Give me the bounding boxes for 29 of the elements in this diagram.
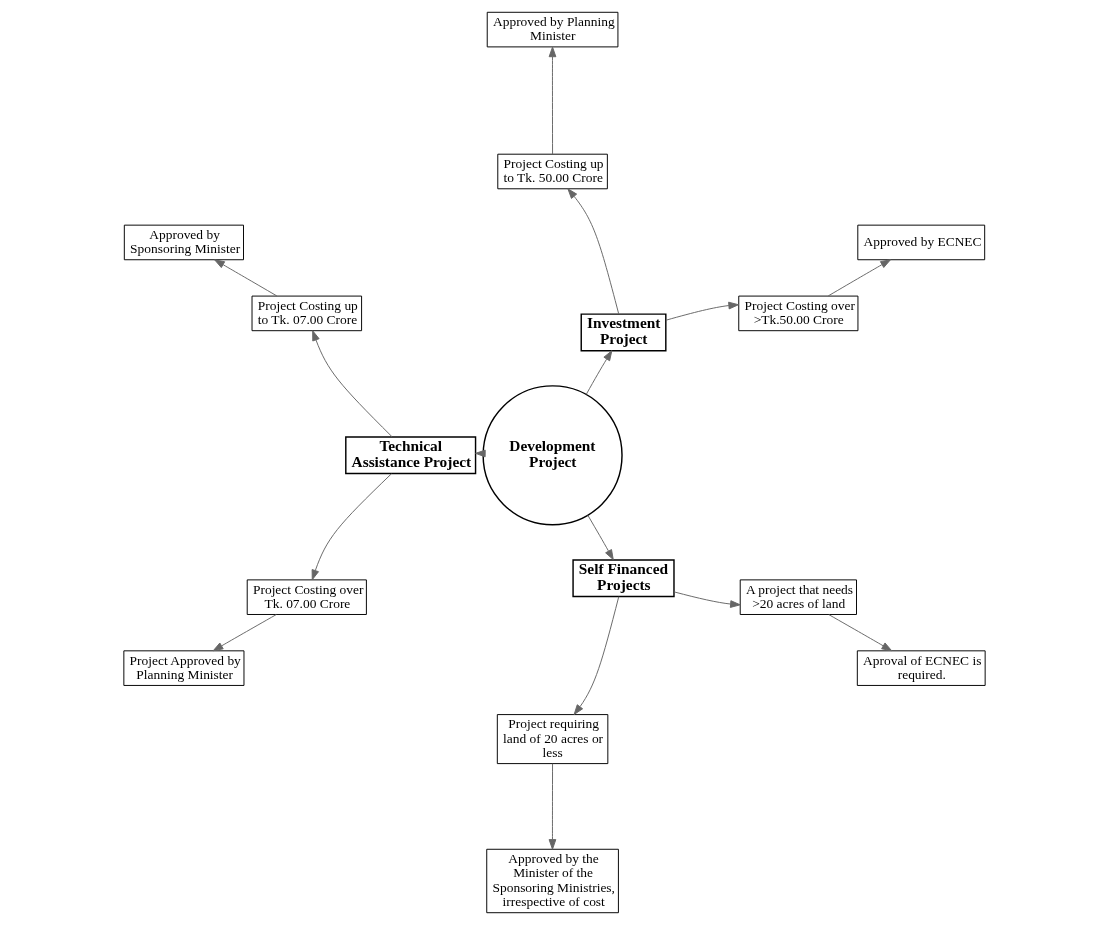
node-box: Approved by Planning Minister xyxy=(486,11,619,48)
node-box: Project Approved by Planning Minister xyxy=(123,650,245,686)
arrow xyxy=(311,473,392,581)
arrow xyxy=(587,514,614,561)
node-box: Project Costing over Tk. 07.00 Crore xyxy=(246,579,367,615)
node-box: Approved by Sponsoring Minister xyxy=(123,224,244,261)
node-box: Project Costing up to Tk. 50.00 Crore xyxy=(497,153,608,190)
arrow xyxy=(827,259,891,297)
node-box: Self Financed Projects xyxy=(572,559,675,598)
node-box: A project that needs >20 acres of land xyxy=(739,579,857,615)
node-box: Approved by the Minister of the Sponsoring Ministries, irrespective of cost xyxy=(486,848,619,914)
arrow xyxy=(548,763,557,850)
node-box: Project Costing over >Tk.50.00 Crore xyxy=(738,295,859,332)
node-box: Project requiring land of 20 acres or less xyxy=(496,714,609,765)
arrow xyxy=(312,330,393,438)
arrow xyxy=(567,188,620,315)
node-box: Investment Project xyxy=(580,313,667,352)
node-box: Approved by ECNEC xyxy=(857,224,986,261)
node-box: Aproval of ECNEC is required. xyxy=(856,650,986,686)
arrow xyxy=(673,591,741,608)
arrow xyxy=(212,614,277,652)
arrow xyxy=(548,46,557,155)
arrow xyxy=(573,596,620,715)
arrow xyxy=(214,259,278,297)
arrow xyxy=(665,301,739,321)
arrow xyxy=(585,350,613,395)
node-box: Technical Assistance Project xyxy=(345,436,477,475)
node-box: Project Costing up to Tk. 07.00 Crore xyxy=(251,295,363,332)
arrow xyxy=(828,614,893,652)
